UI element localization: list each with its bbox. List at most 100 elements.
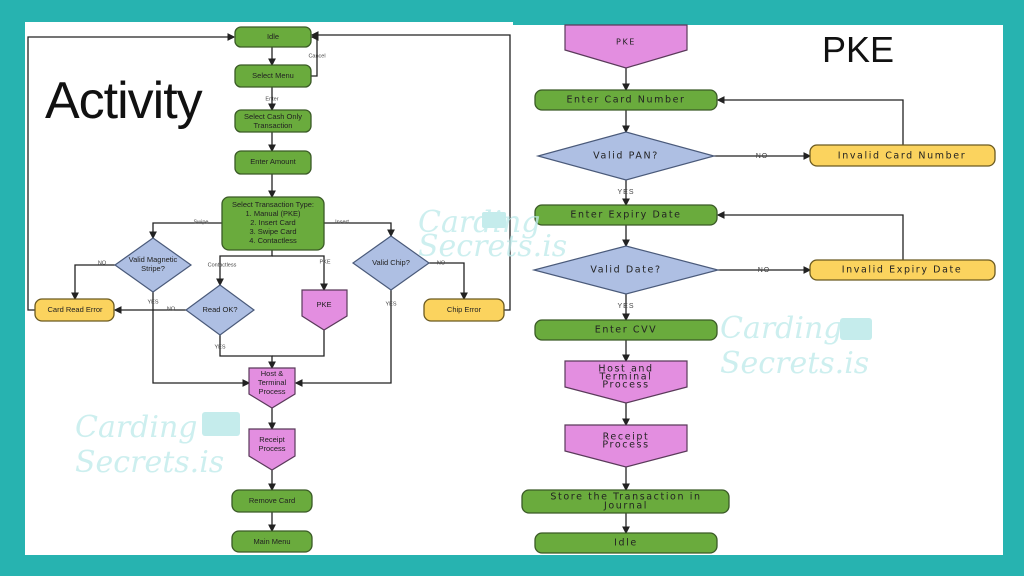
label-yes-mag: YES bbox=[147, 299, 158, 305]
label-no-chip: NO bbox=[437, 260, 446, 266]
svg-text:Invalid Expiry Date: Invalid Expiry Date bbox=[842, 265, 963, 276]
svg-text:Secrets.is: Secrets.is bbox=[720, 346, 869, 381]
watermark: Carding Secrets.is bbox=[75, 410, 240, 480]
svg-text:Idle: Idle bbox=[267, 32, 279, 41]
label-no-date: NO bbox=[758, 267, 771, 274]
svg-text:Enter CVV: Enter CVV bbox=[595, 325, 658, 336]
svg-text:Host and: Host and bbox=[598, 364, 653, 375]
pke-edge-labels: NO NO YES YES bbox=[617, 153, 771, 310]
activity-title: Activity bbox=[45, 72, 203, 130]
pke-edges bbox=[622, 68, 904, 535]
node-remove-card: Remove Card bbox=[231, 489, 313, 513]
node-chip-error: Chip Error bbox=[423, 298, 505, 322]
label-no-mag: NO bbox=[98, 260, 107, 266]
node-transaction-type: Select Transaction Type: 1. Manual (PKE)… bbox=[221, 196, 325, 251]
svg-text:Process: Process bbox=[602, 380, 649, 391]
svg-text:PKE: PKE bbox=[316, 300, 331, 309]
svg-text:3. Swipe Card: 3. Swipe Card bbox=[249, 227, 296, 236]
activity-edges bbox=[27, 31, 511, 533]
pke-node-enter-card-number: Enter Card Number bbox=[534, 89, 718, 111]
svg-text:Card Read Error: Card Read Error bbox=[47, 305, 103, 314]
label-pke: PKE bbox=[319, 259, 330, 265]
svg-text:Select Menu: Select Menu bbox=[252, 71, 294, 80]
svg-text:Read OK?: Read OK? bbox=[202, 305, 237, 314]
svg-text:4. Contactless: 4. Contactless bbox=[249, 236, 297, 245]
node-select-menu: Select Menu bbox=[234, 64, 312, 88]
svg-text:Valid Chip?: Valid Chip? bbox=[372, 258, 410, 267]
svg-text:Terminal: Terminal bbox=[258, 378, 287, 387]
activity-edge-labels: Cancel Enter Swipe Insert Contactless PK… bbox=[98, 53, 446, 350]
label-no-pan: NO bbox=[756, 153, 769, 160]
svg-text:Carding: Carding bbox=[720, 311, 843, 346]
decision-valid-chip: Valid Chip? bbox=[351, 235, 431, 291]
label-yes-chip: YES bbox=[385, 301, 396, 307]
svg-text:Receipt: Receipt bbox=[259, 435, 285, 444]
label-yes-read: YES bbox=[214, 344, 225, 350]
svg-text:Carding: Carding bbox=[418, 205, 541, 240]
svg-text:Enter Expiry Date: Enter Expiry Date bbox=[570, 210, 681, 221]
label-swipe: Swipe bbox=[194, 219, 209, 225]
svg-text:Remove Card: Remove Card bbox=[249, 496, 295, 505]
node-idle: Idle bbox=[234, 26, 312, 48]
svg-text:Idle: Idle bbox=[614, 538, 638, 549]
svg-text:Terminal: Terminal bbox=[599, 372, 653, 383]
label-insert: Insert bbox=[335, 219, 349, 225]
pke-node-enter-expiry: Enter Expiry Date bbox=[534, 204, 718, 226]
svg-text:1. Manual (PKE): 1. Manual (PKE) bbox=[245, 209, 301, 218]
svg-text:Process: Process bbox=[258, 444, 285, 453]
node-enter-amount: Enter Amount bbox=[234, 150, 312, 175]
label-contactless: Contactless bbox=[208, 262, 237, 268]
credit-card-icon bbox=[840, 318, 872, 340]
svg-text:Transaction: Transaction bbox=[254, 121, 293, 130]
svg-text:Chip Error: Chip Error bbox=[447, 305, 482, 314]
svg-text:Store the Transaction in: Store the Transaction in bbox=[550, 492, 701, 503]
svg-text:2. Insert Card: 2. Insert Card bbox=[250, 218, 295, 227]
label-no-read: NO bbox=[167, 306, 176, 312]
svg-text:Journal: Journal bbox=[603, 501, 648, 512]
pke-node-idle: Idle bbox=[534, 532, 718, 554]
label-cancel: Cancel bbox=[308, 53, 325, 59]
svg-text:Select Transaction Type:: Select Transaction Type: bbox=[232, 200, 314, 209]
svg-text:Stripe?: Stripe? bbox=[141, 264, 165, 273]
credit-card-icon bbox=[482, 212, 506, 228]
pke-decision-valid-date: Valid Date? bbox=[531, 245, 721, 295]
decision-read-ok: Read OK? bbox=[184, 284, 256, 336]
watermark: Carding Secrets.is bbox=[418, 205, 567, 264]
svg-text:Host &: Host & bbox=[261, 369, 284, 378]
svg-text:Enter Amount: Enter Amount bbox=[250, 157, 296, 166]
node-pke: PKE bbox=[301, 289, 348, 331]
svg-text:Valid Magnetic: Valid Magnetic bbox=[129, 255, 178, 264]
node-card-read-error: Card Read Error bbox=[34, 298, 115, 322]
pke-node-invalid-card-number: Invalid Card Number bbox=[809, 144, 996, 167]
svg-text:PKE: PKE bbox=[616, 38, 636, 47]
svg-text:Process: Process bbox=[602, 440, 649, 451]
watermark: Carding Secrets.is bbox=[720, 311, 872, 381]
pke-node-pke: PKE bbox=[564, 24, 688, 69]
svg-text:Valid Date?: Valid Date? bbox=[590, 265, 661, 276]
credit-card-icon bbox=[202, 412, 240, 436]
svg-text:Secrets.is: Secrets.is bbox=[75, 445, 224, 480]
svg-text:Main Menu: Main Menu bbox=[253, 537, 290, 546]
svg-text:Process: Process bbox=[258, 387, 285, 396]
svg-text:Invalid Card Number: Invalid Card Number bbox=[838, 151, 966, 162]
svg-text:Enter Card Number: Enter Card Number bbox=[566, 95, 685, 106]
pke-node-invalid-expiry: Invalid Expiry Date bbox=[809, 259, 996, 281]
node-main-menu: Main Menu bbox=[231, 530, 313, 553]
pke-node-enter-cvv: Enter CVV bbox=[534, 319, 718, 341]
svg-text:Valid PAN?: Valid PAN? bbox=[593, 151, 659, 162]
svg-text:Carding: Carding bbox=[75, 410, 198, 445]
label-enter: Enter bbox=[265, 96, 278, 102]
pke-panel bbox=[513, 25, 1003, 555]
pke-title: PKE bbox=[822, 29, 894, 70]
svg-text:Secrets.is: Secrets.is bbox=[418, 229, 567, 264]
pke-decision-valid-pan: Valid PAN? bbox=[535, 131, 717, 181]
label-yes-pan: YES bbox=[617, 189, 634, 196]
